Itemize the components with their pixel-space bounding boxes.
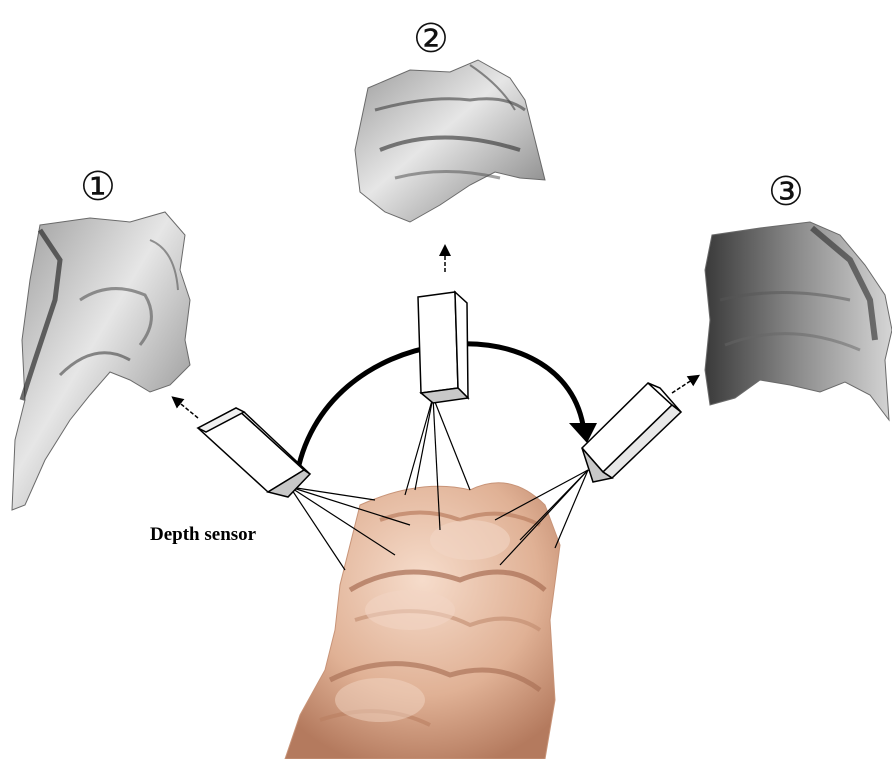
- scan-surface-3: [705, 222, 892, 420]
- scan-label-2: ②: [413, 16, 449, 62]
- scan-surface-1: [12, 212, 190, 510]
- scan-label-3: ③: [768, 169, 804, 215]
- scan-surface-2: [355, 60, 545, 222]
- depth-sensor-left: [198, 408, 310, 497]
- scan-label-1: ①: [80, 164, 116, 210]
- direction-arrow-right: [672, 378, 695, 393]
- depth-sensor-right: [582, 383, 681, 482]
- direction-arrow-left: [176, 400, 198, 418]
- tooth-model: [285, 483, 560, 759]
- depth-sensor-center: [418, 292, 468, 403]
- depth-sensor-label: Depth sensor: [150, 524, 257, 545]
